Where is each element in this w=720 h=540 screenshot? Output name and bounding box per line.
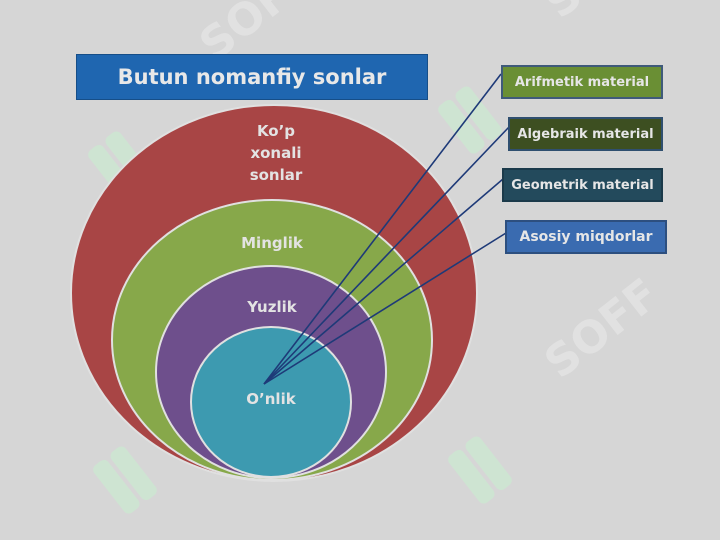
connector-asosiy bbox=[263, 232, 507, 385]
connector-geometrik bbox=[263, 178, 504, 385]
diagram-title: Butun nomanfiy sonlar bbox=[76, 54, 428, 100]
tag-arifmetik-material: Arifmetik material bbox=[501, 65, 663, 99]
connector-arifmetik bbox=[263, 73, 502, 385]
watermark-text: SOFF bbox=[535, 269, 668, 389]
ring-label-kop-xonali: Ko’p xonali sonlar bbox=[249, 122, 303, 184]
watermark-text: SOFF bbox=[535, 0, 668, 29]
watermark-logo-icon bbox=[448, 436, 512, 504]
ring-label-yuzlik: Yuzlik bbox=[247, 298, 297, 316]
tag-algebraik-material: Algebraik material bbox=[508, 117, 663, 151]
ring-label-minglik: Minglik bbox=[241, 234, 303, 252]
tag-asosiy-miqdorlar: Asosiy miqdorlar bbox=[505, 220, 667, 254]
watermark-logo-icon bbox=[93, 446, 157, 514]
ring-onlik bbox=[190, 326, 352, 478]
ring-label-onlik: O’nlik bbox=[246, 390, 296, 408]
tag-geometrik-material: Geometrik material bbox=[502, 168, 663, 202]
connector-algebraik bbox=[263, 126, 510, 385]
